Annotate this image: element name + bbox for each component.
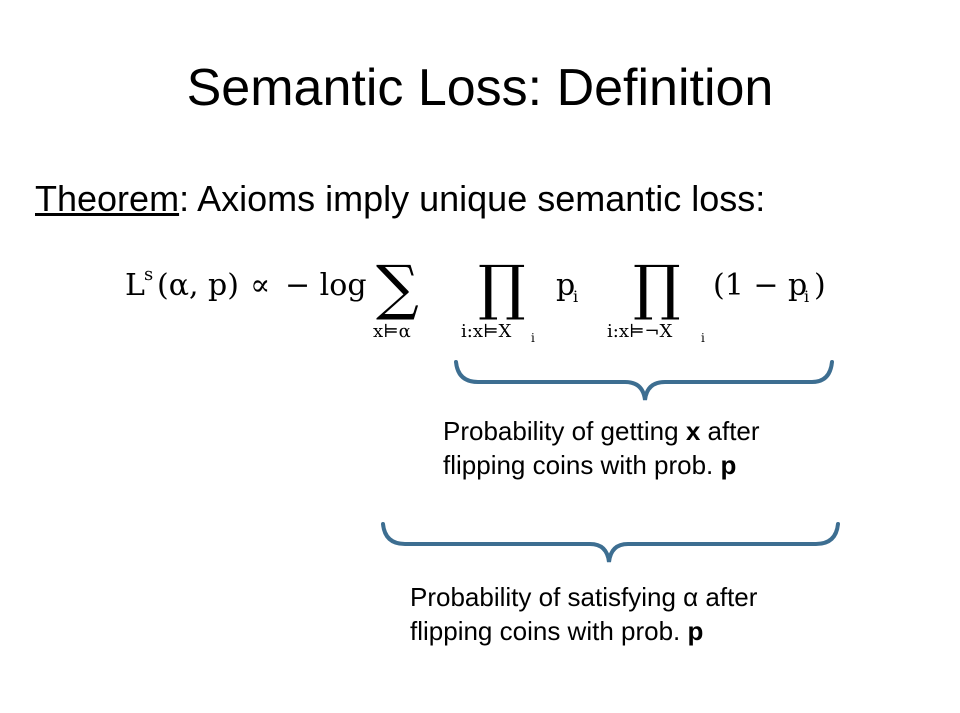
annotation-probability-of-alpha: Probability of satisfying α after flippi…	[410, 582, 758, 646]
formula-term2-subscript: i	[804, 287, 809, 306]
formula-prod2-subscript: i:x⊨¬X	[607, 321, 673, 342]
theorem-text: : Axioms imply unique semantic loss:	[179, 178, 766, 219]
formula-L-superscript: s	[144, 264, 153, 285]
formula-term2: (1 − p	[713, 268, 807, 303]
theorem-statement: Theorem: Axioms imply unique semantic lo…	[35, 178, 765, 220]
formula-L: L	[125, 268, 145, 303]
brace-full-sum	[381, 522, 840, 563]
formula-prod1-symbol: ∏	[478, 253, 526, 323]
slide-title: Semantic Loss: Definition	[186, 59, 774, 117]
formula-neg-log: − log	[285, 268, 367, 303]
formula-sum-symbol: ∑	[376, 253, 419, 323]
theorem-label: Theorem	[35, 178, 180, 219]
annotation-probability-of-x: Probability of getting x after flipping …	[443, 416, 760, 480]
formula-L-args: (α, p)	[157, 268, 239, 303]
formula-prod2-symbol: ∏	[633, 253, 681, 323]
semantic-loss-formula: L s (α, p) ∝ − log ∑ x⊨α ∏ i:x⊨X i p i ∏…	[125, 253, 826, 345]
formula-propto: ∝	[250, 268, 270, 303]
formula-sum-subscript: x⊨α	[373, 321, 411, 342]
formula-prod1-subscript: i:x⊨X	[461, 321, 511, 342]
formula-prod1-subscript-i: i	[531, 331, 535, 345]
formula-term2-close: )	[814, 268, 826, 303]
brace-inner-products	[454, 360, 834, 401]
formula-term1: p	[556, 268, 575, 303]
formula-term1-subscript: i	[573, 287, 578, 306]
formula-prod2-subscript-i: i	[701, 331, 705, 345]
